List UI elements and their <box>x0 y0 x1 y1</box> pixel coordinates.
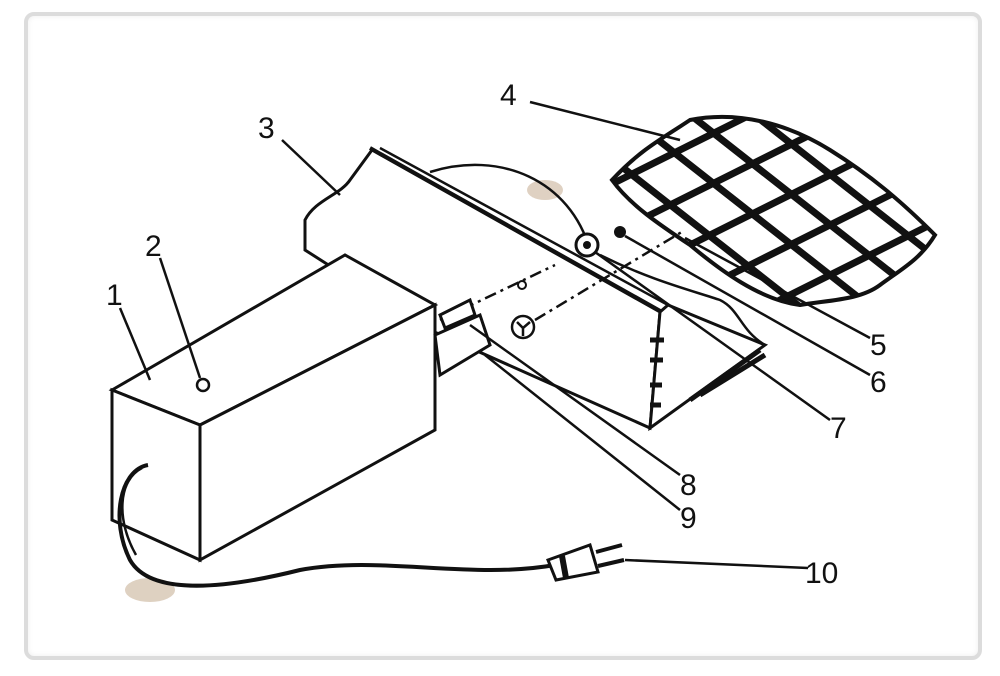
label-5: 5 <box>870 329 887 362</box>
label-3: 3 <box>258 112 275 145</box>
power-cord <box>117 463 625 588</box>
trough-housing <box>303 146 769 432</box>
power-box <box>108 253 492 563</box>
label-6: 6 <box>870 366 887 399</box>
part-labels: 1 2 3 4 5 6 7 8 9 10 <box>106 79 887 590</box>
leader-lines <box>118 100 871 570</box>
label-4: 4 <box>500 79 517 112</box>
label-9: 9 <box>680 502 697 535</box>
indicator-hole <box>195 377 211 393</box>
label-7: 7 <box>830 412 847 445</box>
label-8: 8 <box>680 469 697 502</box>
label-10: 10 <box>805 557 838 590</box>
label-2: 2 <box>145 230 162 263</box>
label-1: 1 <box>106 279 123 312</box>
